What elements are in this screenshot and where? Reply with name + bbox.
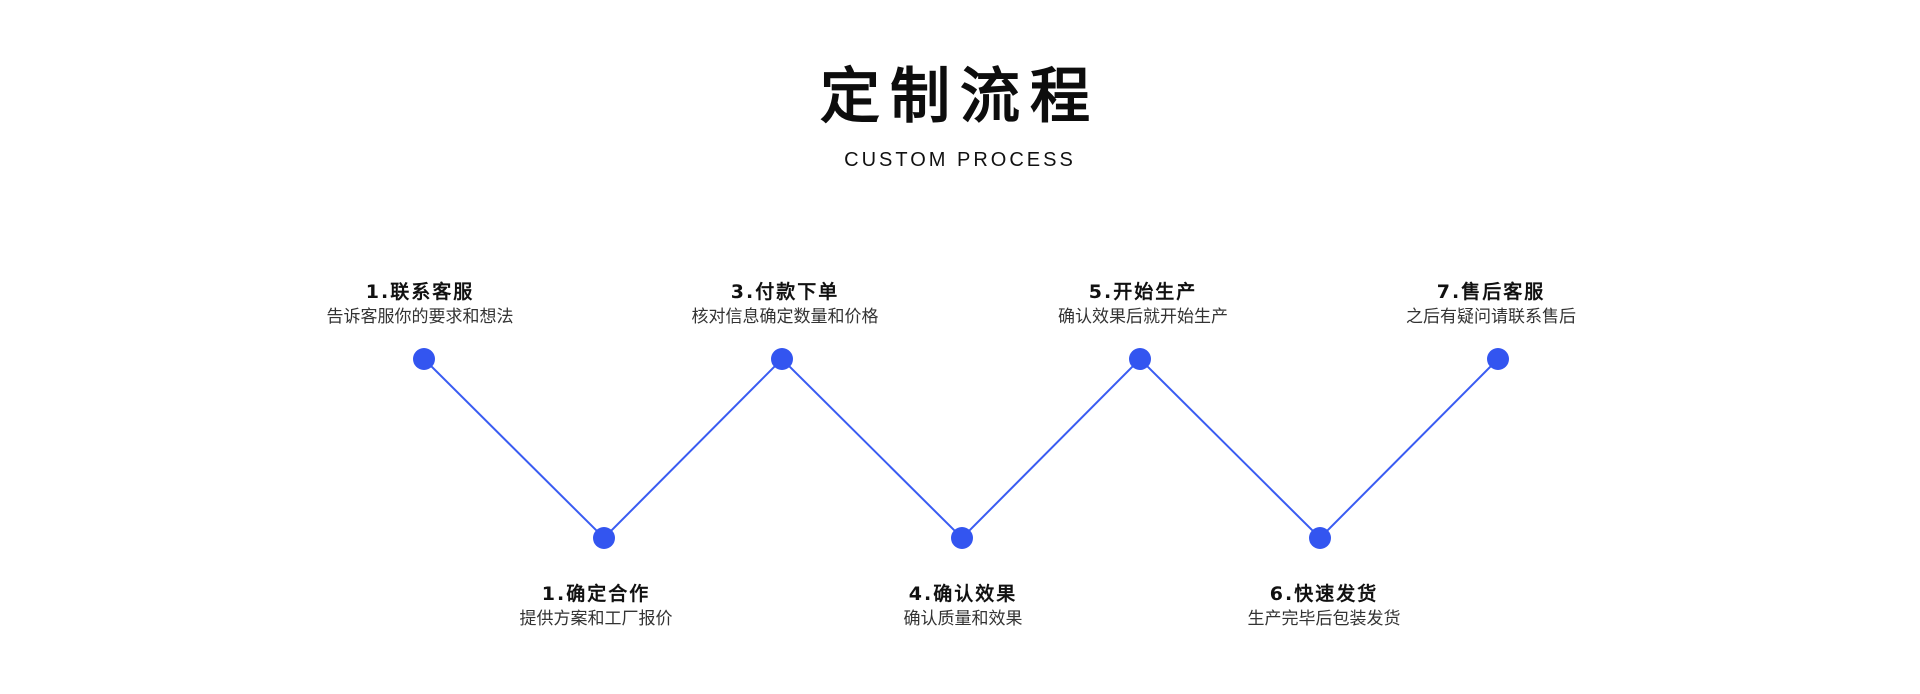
step-title: 5.开始生产 [1088,281,1198,303]
step-description: 生产完毕后包装发货 [1247,609,1401,629]
step-label-7: 7.售后客服 之后有疑问请联系售后 [1331,279,1651,329]
step-description: 核对信息确定数量和价格 [691,307,879,327]
step-node-3 [771,348,793,370]
step-label-3: 3.付款下单 核对信息确定数量和价格 [625,279,945,329]
step-node-6 [1309,527,1331,549]
step-label-4: 4.确认效果 确认质量和效果 [803,581,1123,631]
step-label-2: 1.确定合作 提供方案和工厂报价 [436,581,756,631]
step-description: 提供方案和工厂报价 [519,609,673,629]
step-label-6: 6.快速发货 生产完毕后包装发货 [1164,581,1484,631]
step-title: 6.快速发货 [1269,583,1379,605]
step-title: 1.确定合作 [541,583,651,605]
step-title: 7.售后客服 [1436,281,1546,303]
step-node-2 [593,527,615,549]
step-title: 1.联系客服 [365,281,475,303]
step-description: 确认效果后就开始生产 [1058,307,1228,327]
page-title: 定制流程 [820,62,1100,132]
step-node-5 [1129,348,1151,370]
step-title: 3.付款下单 [730,281,840,303]
step-node-7 [1487,348,1509,370]
step-description: 确认质量和效果 [903,609,1023,629]
step-description: 之后有疑问请联系售后 [1406,307,1576,327]
step-node-1 [413,348,435,370]
step-node-4 [951,527,973,549]
process-connector-line [423,357,1499,540]
step-label-5: 5.开始生产 确认效果后就开始生产 [983,279,1303,329]
step-title: 4.确认效果 [908,583,1018,605]
step-label-1: 1.联系客服 告诉客服你的要求和想法 [260,279,580,329]
step-description: 告诉客服你的要求和想法 [326,307,514,327]
page-subtitle: CUSTOM PROCESS [844,149,1076,171]
